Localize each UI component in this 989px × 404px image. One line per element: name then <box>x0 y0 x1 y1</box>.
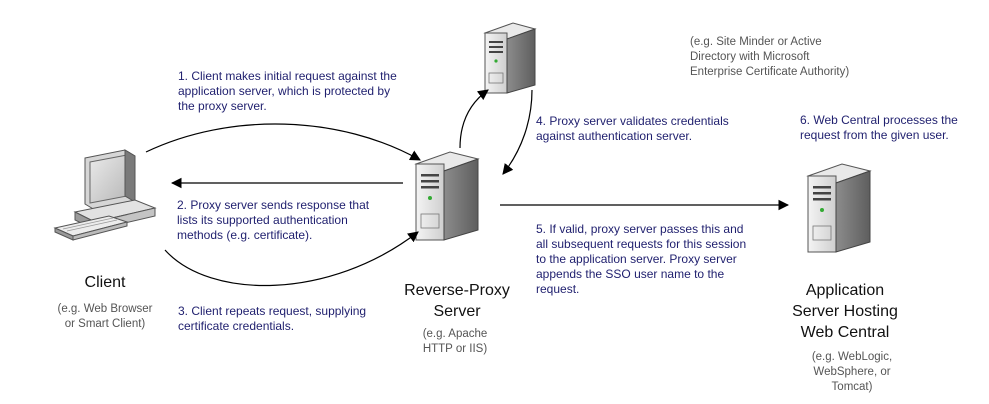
auth-server-note: (e.g. Site Minder or Active Directory wi… <box>690 36 850 78</box>
proxy-server-icon <box>414 151 480 241</box>
client-computer-icon <box>53 149 157 241</box>
client-note: (e.g. Web Browser or Smart Client) <box>57 303 153 330</box>
arrow-step-4-down <box>502 89 533 175</box>
application-server-icon <box>806 163 872 253</box>
step-5-label: 5. If valid, proxy server passes this an… <box>536 222 747 296</box>
auth-server-icon <box>483 22 537 94</box>
proxy-title: Reverse-Proxy Server <box>404 282 510 320</box>
client-title: Client <box>84 274 126 291</box>
arrow-step-4-up <box>459 89 489 149</box>
arrow-step-1 <box>145 123 421 161</box>
app-server-note: (e.g. WebLogic, WebSphere, or Tomcat) <box>811 351 893 393</box>
step-2-label: 2. Proxy server sends response that list… <box>177 198 370 242</box>
step-1-label: 1. Client makes initial request against … <box>178 69 397 113</box>
step-3-label: 3. Client repeats request, supplying cer… <box>178 304 367 333</box>
app-server-title: Application Server Hosting Web Central <box>792 282 898 341</box>
arrow-step-3 <box>164 231 419 287</box>
step-4-label: 4. Proxy server validates credentials ag… <box>536 114 729 143</box>
proxy-note: (e.g. Apache HTTP or IIS) <box>422 328 488 355</box>
step-6-label: 6. Web Central processes the request fro… <box>800 113 958 142</box>
